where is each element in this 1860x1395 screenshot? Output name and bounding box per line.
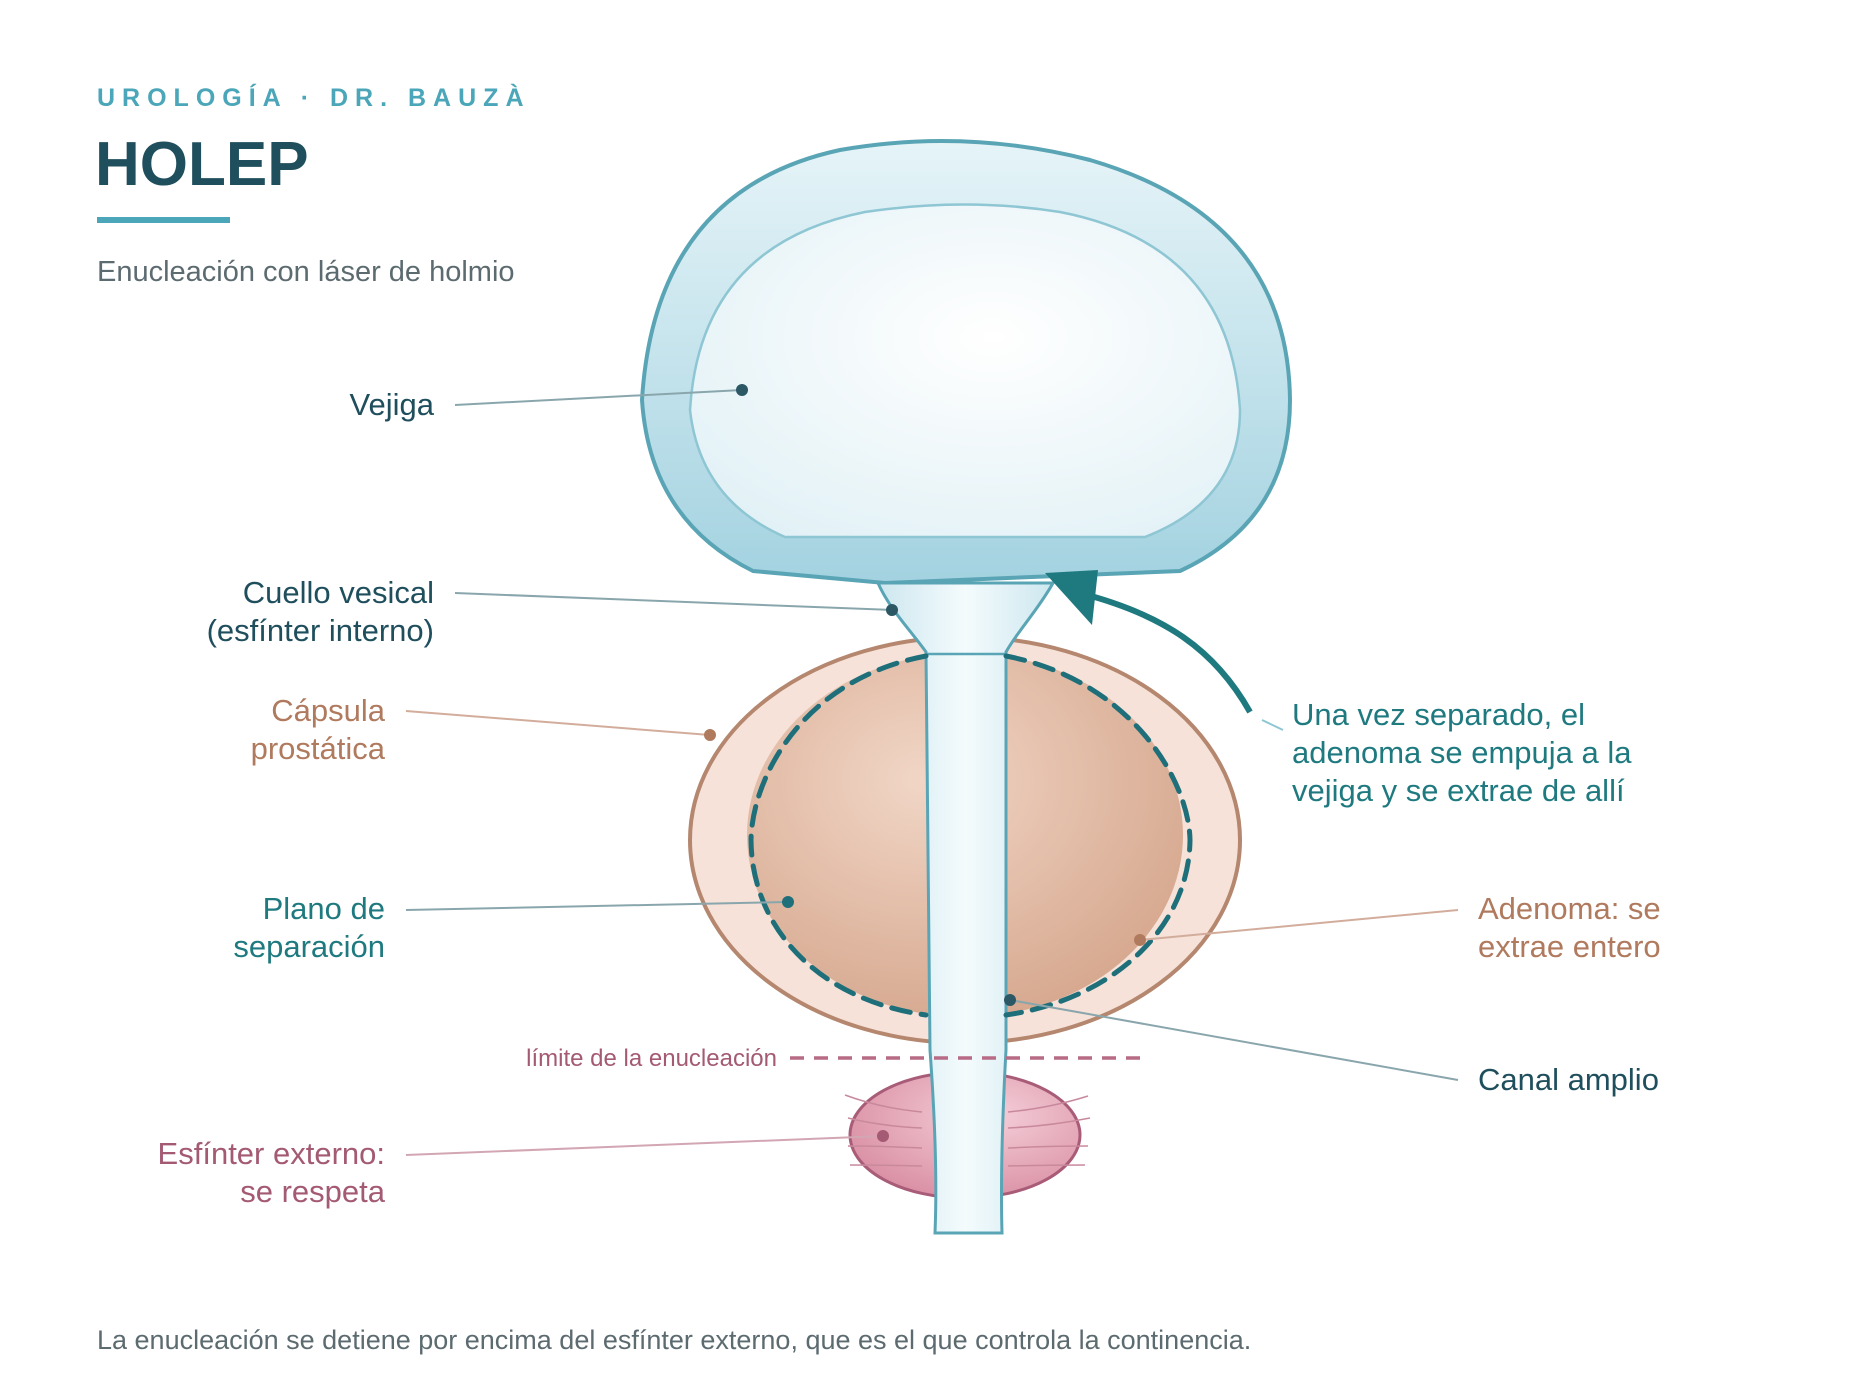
dot-adenoma — [1134, 934, 1146, 946]
footer-note: La enucleación se detiene por encima del… — [97, 1325, 1251, 1355]
leader-nota — [1261, 719, 1284, 731]
urethra-channel — [875, 581, 1056, 1235]
label-nota-3: vejiga y se extrae de allí — [1292, 773, 1625, 808]
label-vejiga: Vejiga — [350, 387, 435, 422]
label-plano-1: Plano de — [263, 891, 385, 926]
leader-adenoma — [1139, 909, 1459, 941]
label-nota-2: adenoma se empuja a la — [1292, 735, 1632, 770]
push-arrow — [1045, 570, 1253, 714]
dot-canal — [1004, 994, 1016, 1006]
dot-esfinter — [877, 1130, 889, 1142]
eyebrow-text: UROLOGÍA · DR. BAUZÀ — [97, 83, 531, 112]
leader-canal — [1009, 999, 1459, 1081]
label-capsula-2: prostática — [251, 731, 386, 766]
leader-plano — [405, 901, 789, 911]
label-capsula-1: Cápsula — [271, 693, 385, 728]
label-adenoma-1: Adenoma: se — [1478, 891, 1661, 926]
leader-vejiga — [454, 389, 743, 406]
leader-cuello — [454, 592, 893, 611]
dot-capsula — [704, 729, 716, 741]
page-subtitle: Enucleación con láser de holmio — [97, 256, 515, 288]
page-title: HOLEP — [95, 130, 309, 199]
dot-vejiga — [736, 384, 748, 396]
label-adenoma-2: extrae entero — [1478, 929, 1661, 964]
bladder — [639, 139, 1293, 586]
label-esfinter-2: se respeta — [240, 1174, 386, 1209]
label-plano-2: separación — [233, 929, 385, 964]
enucleation-limit-label: límite de la enucleación — [526, 1045, 777, 1072]
leader-esfinter — [405, 1135, 884, 1156]
label-nota-1: Una vez separado, el — [1292, 697, 1585, 732]
separation-plane — [748, 653, 1193, 1018]
label-cuello-2: (esfínter interno) — [207, 613, 434, 648]
title-underline — [97, 217, 230, 223]
dot-cuello — [886, 604, 898, 616]
leader-capsula — [405, 710, 711, 736]
label-canal: Canal amplio — [1478, 1062, 1659, 1097]
dot-plano — [782, 896, 794, 908]
label-esfinter-1: Esfínter externo: — [158, 1136, 385, 1171]
label-cuello-1: Cuello vesical — [243, 575, 434, 610]
